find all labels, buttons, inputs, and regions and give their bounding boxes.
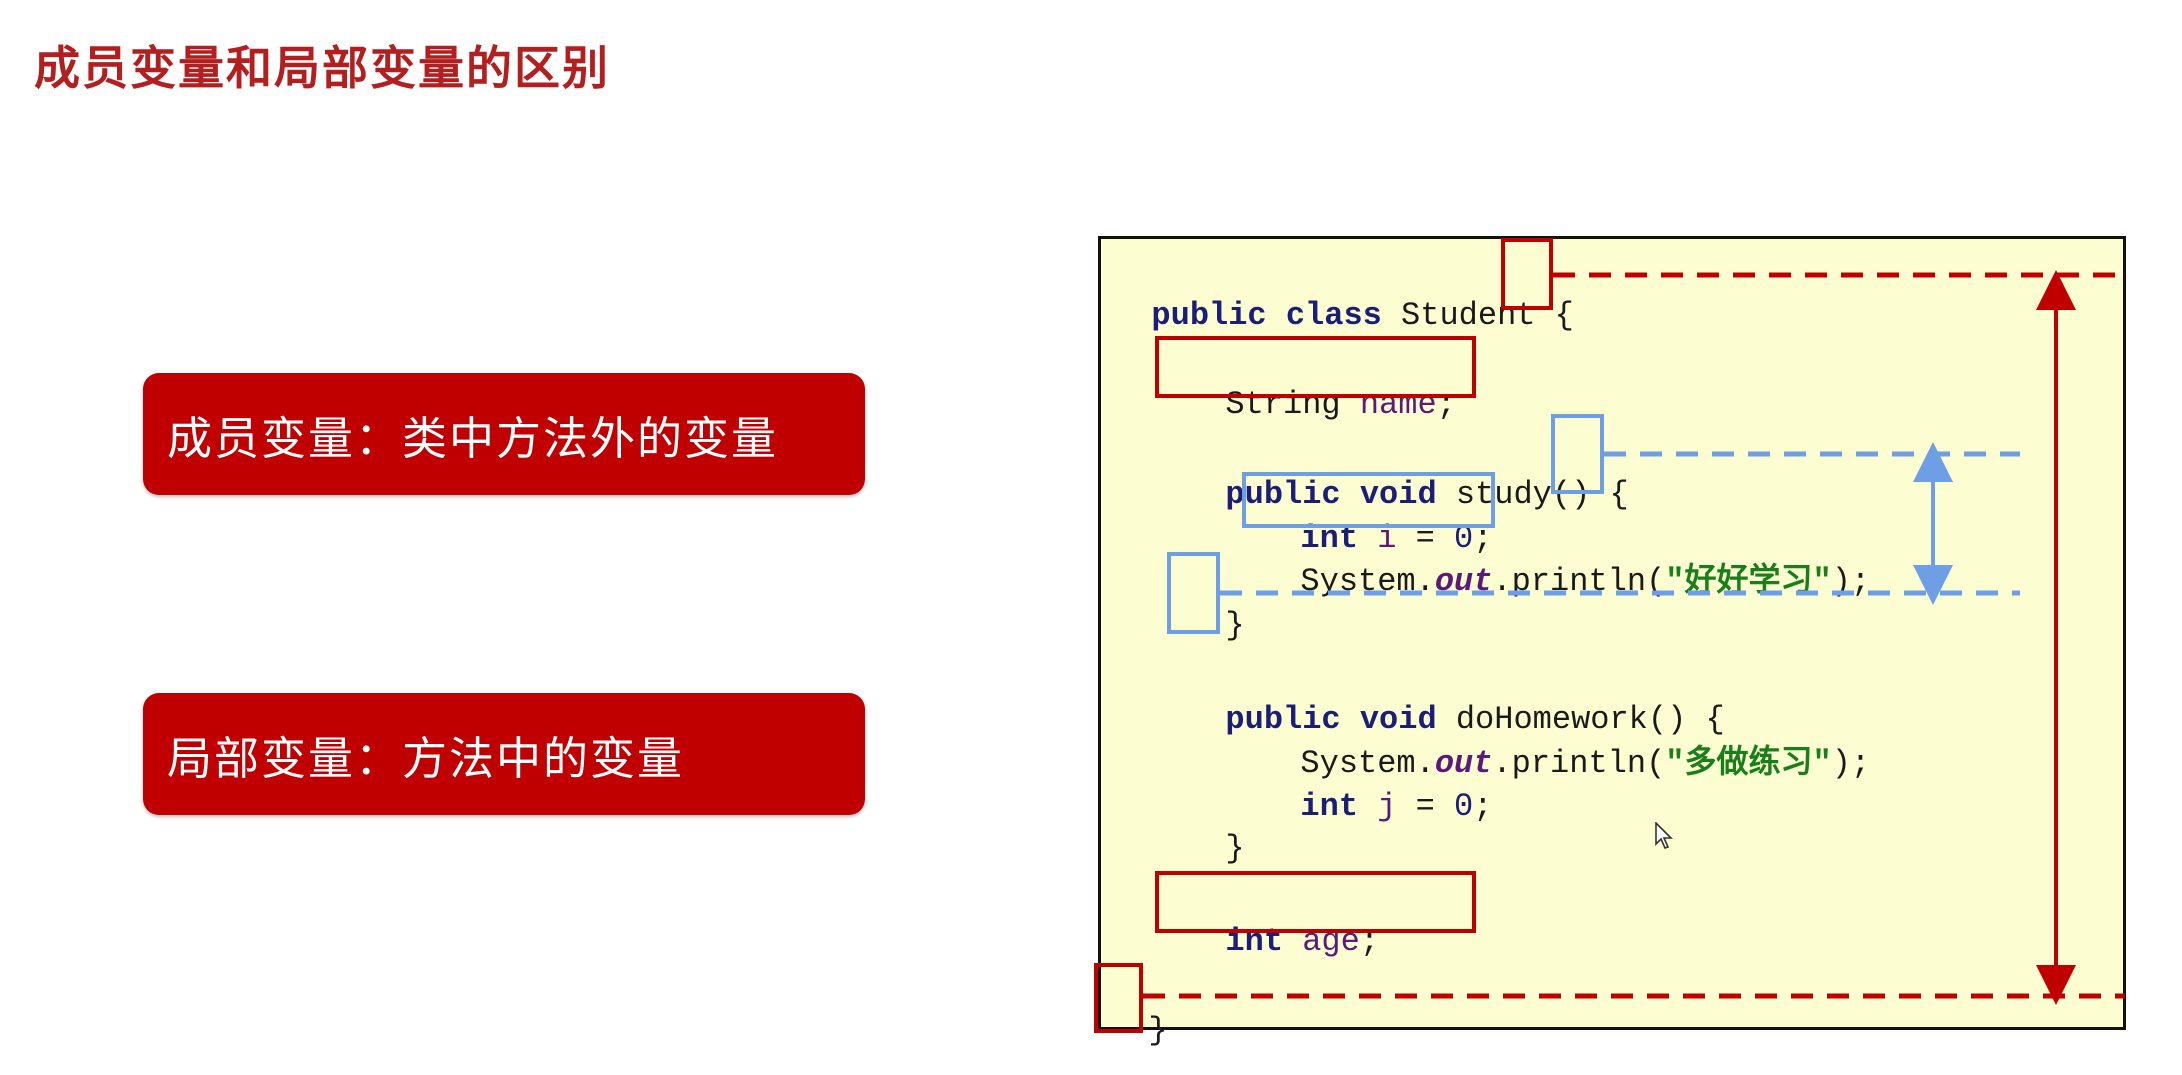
out-field: out — [1434, 745, 1493, 782]
println-method: .println( — [1492, 745, 1666, 782]
keyword-public-class: public class — [1151, 297, 1382, 334]
field-age-highlight — [1155, 871, 1476, 933]
var-j: j — [1377, 788, 1397, 825]
page-title: 成员变量和局部变量的区别 — [34, 41, 610, 95]
println-method: .println( — [1492, 563, 1666, 600]
type-string: String — [1225, 386, 1341, 423]
string-literal-study: "好好学习" — [1665, 563, 1832, 600]
field-name-identifier: name — [1359, 386, 1437, 423]
study-close-brace: } — [1225, 607, 1245, 644]
study-open-brace-highlight — [1551, 414, 1604, 494]
out-field: out — [1434, 563, 1493, 600]
callout-local-variable: 局部变量：方法中的变量 — [143, 693, 865, 815]
study-var-highlight — [1242, 472, 1495, 528]
code-line-homework-close: } — [1187, 789, 1244, 867]
semicolon: ; — [1473, 788, 1493, 825]
class-open-brace: { — [1554, 297, 1574, 334]
callout-member-text: 成员变量：类中方法外的变量 — [167, 411, 779, 465]
close-paren: ); — [1831, 745, 1871, 782]
system-object: System. — [1300, 745, 1435, 782]
keyword-public-void: public void — [1225, 701, 1437, 738]
code-line-homework-var: int j = 0; — [1262, 747, 1492, 825]
keyword-int: int — [1300, 788, 1359, 825]
equals: = — [1415, 520, 1435, 557]
method-study-name: study() — [1455, 476, 1591, 513]
callout-local-text: 局部变量：方法中的变量 — [167, 731, 685, 785]
code-line-class-close: } — [1110, 971, 1167, 1049]
system-object: System. — [1300, 563, 1435, 600]
method-homework-name: doHomework() — [1455, 701, 1687, 738]
close-paren: ); — [1831, 563, 1871, 600]
code-line-class-decl: public class Student { — [1113, 256, 1573, 334]
homework-close-brace: } — [1225, 830, 1245, 867]
code-line-study-print: System.out.println("好好学习"); — [1262, 522, 1870, 600]
class-name: Student — [1401, 297, 1536, 334]
string-literal-homework: "多做练习" — [1665, 745, 1832, 782]
value-zero: 0 — [1454, 788, 1474, 825]
class-close-brace: } — [1148, 1012, 1168, 1049]
semicolon: ; — [1473, 520, 1493, 557]
mouse-pointer-icon — [1655, 822, 1673, 849]
callout-member-variable: 成员变量：类中方法外的变量 — [143, 373, 865, 495]
code-line-homework-print: System.out.println("多做练习"); — [1262, 704, 1870, 782]
equals: = — [1415, 788, 1435, 825]
field-name-highlight — [1155, 336, 1476, 398]
study-open-brace: { — [1609, 476, 1629, 513]
code-line-study-close: } — [1187, 566, 1244, 644]
class-close-brace-highlight — [1094, 963, 1143, 1033]
code-line-homework-signature: public void doHomework() { — [1187, 660, 1724, 738]
homework-open-brace: { — [1705, 701, 1725, 738]
class-open-brace-highlight — [1501, 238, 1553, 310]
var-i: i — [1377, 520, 1397, 557]
value-zero: 0 — [1454, 520, 1474, 557]
code-panel — [1098, 236, 2126, 1030]
study-close-brace-highlight — [1167, 552, 1220, 634]
